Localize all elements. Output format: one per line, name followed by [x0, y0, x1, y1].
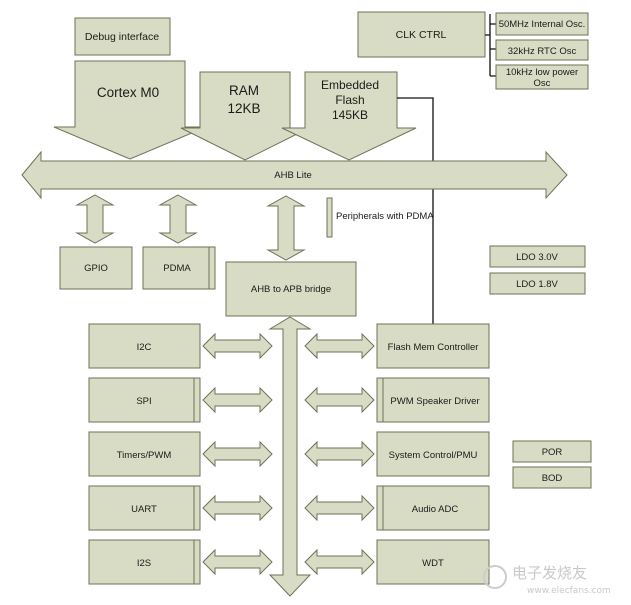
pwm-speaker-marker	[376, 377, 384, 423]
debug-interface-block	[74, 17, 171, 56]
por-label: POR	[542, 447, 563, 458]
bod-label: BOD	[542, 473, 563, 484]
uart-label: UART	[131, 504, 157, 515]
timers-pwm-block	[88, 431, 201, 477]
sys-ctrl-bus-arrow	[304, 440, 375, 468]
watermark-title: 电子发烧友	[512, 564, 587, 582]
audio-adc-block	[376, 485, 490, 531]
watermark-url: www.elecfans.com	[527, 586, 611, 596]
flash-label-2: Flash	[335, 93, 364, 107]
bridge-bus-arrow	[266, 195, 306, 261]
timers-bus-arrow	[202, 440, 273, 468]
watermark: 电子发烧友 www.elecfans.com	[483, 564, 611, 596]
system-control-label: System Control/PMU	[389, 450, 478, 461]
spi-block-marker	[193, 377, 201, 423]
osc-rtc-label: 32kHz RTC Osc	[508, 46, 577, 57]
uart-block-marker	[193, 485, 201, 531]
uart-block	[88, 485, 201, 531]
flash-arrow	[281, 71, 417, 161]
osc-internal-block	[495, 12, 589, 36]
flash-controller-line	[397, 97, 434, 325]
audio-adc-label: Audio ADC	[412, 504, 459, 515]
peripherals-pdma-label: Peripherals with PDMA	[336, 211, 434, 222]
bod-block	[512, 466, 592, 489]
pdma-block	[142, 246, 216, 290]
apb-bus	[268, 316, 312, 597]
audio-adc-marker	[376, 485, 384, 531]
wdt-bus-arrow	[304, 548, 375, 576]
ram-label-2: 12KB	[227, 101, 260, 116]
flash-ctrl-bus-arrow	[304, 332, 375, 360]
osc-lp-label-1: 10kHz low power	[506, 67, 578, 78]
i2s-bus-arrow	[202, 548, 273, 576]
system-control-block	[376, 431, 490, 477]
gpio-bus-arrow	[75, 194, 115, 244]
pwm-speaker-bus-arrow	[304, 386, 375, 414]
flash-label-3: 145KB	[332, 108, 368, 122]
i2s-block	[88, 539, 201, 585]
i2c-label: I2C	[137, 342, 152, 353]
i2s-label: I2S	[137, 558, 151, 569]
ahb-apb-bridge-label: AHB to APB bridge	[251, 284, 331, 295]
pwm-speaker-block	[376, 377, 490, 423]
ram-arrow	[180, 71, 310, 161]
cortex-m0-label: Cortex M0	[97, 85, 159, 100]
ahb-lite-bus	[21, 150, 568, 200]
i2c-bus-arrow	[202, 332, 273, 360]
clk-ctrl-block	[357, 11, 486, 58]
spi-bus-arrow	[202, 386, 273, 414]
wdt-label: WDT	[422, 558, 444, 569]
ahb-apb-bridge-block	[225, 261, 357, 317]
cortex-m0-arrow	[53, 60, 207, 160]
flash-label-1: Embedded	[321, 78, 379, 92]
pdma-legend-marker	[326, 197, 333, 238]
osc-bracket	[485, 14, 496, 77]
timers-pwm-label: Timers/PWM	[117, 450, 172, 461]
por-block	[512, 440, 592, 463]
gpio-block	[59, 246, 133, 290]
osc-internal-label: 50MHz Internal Osc.	[499, 19, 586, 30]
ldo-1v8-block	[489, 272, 586, 295]
gpio-label: GPIO	[84, 263, 108, 274]
i2c-block	[88, 323, 201, 369]
clk-ctrl-label: CLK CTRL	[396, 29, 447, 41]
osc-rtc-block	[495, 39, 589, 61]
audio-adc-bus-arrow	[304, 494, 375, 522]
pwm-speaker-label: PWM Speaker Driver	[390, 396, 479, 407]
ldo-3v0-label: LDO 3.0V	[516, 252, 558, 263]
wdt-block	[376, 539, 490, 585]
pdma-block-marker	[208, 246, 216, 290]
osc-lp-label-2: Osc	[534, 78, 551, 89]
i2s-block-marker	[193, 539, 201, 585]
ldo-1v8-label: LDO 1.8V	[516, 279, 558, 290]
pdma-label: PDMA	[163, 263, 191, 274]
ram-label-1: RAM	[229, 83, 259, 98]
osc-lp-block	[495, 64, 589, 90]
ahb-lite-label: AHB Lite	[274, 170, 312, 181]
spi-label: SPI	[136, 396, 151, 407]
spi-block	[88, 377, 201, 423]
debug-interface-label: Debug interface	[85, 31, 159, 43]
ldo-3v0-block	[489, 245, 586, 268]
flash-mem-controller-block	[376, 323, 490, 369]
uart-bus-arrow	[202, 494, 273, 522]
watermark-logo-icon	[483, 565, 507, 589]
pdma-bus-arrow	[158, 194, 198, 244]
flash-mem-controller-label: Flash Mem Controller	[388, 342, 479, 353]
